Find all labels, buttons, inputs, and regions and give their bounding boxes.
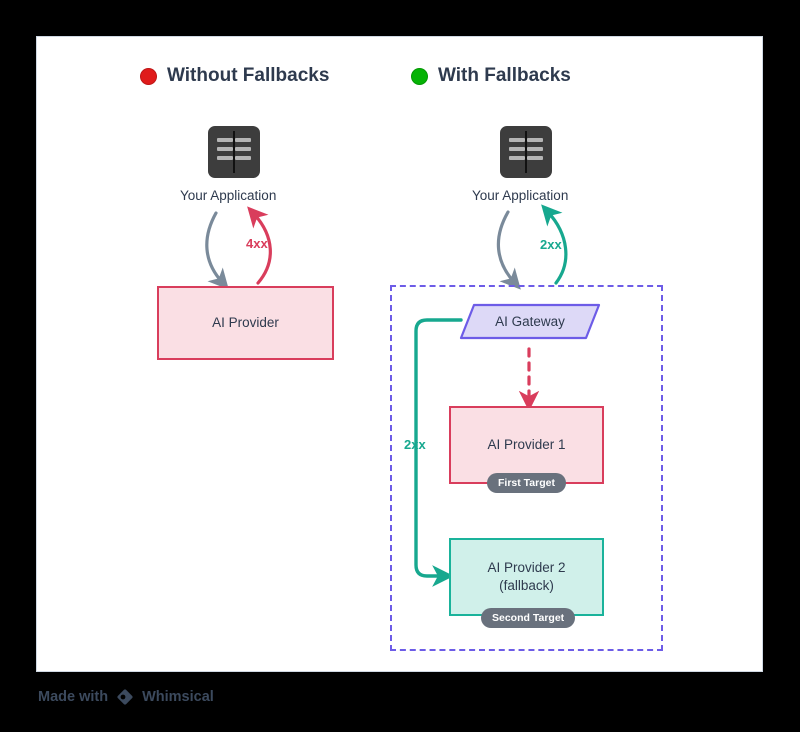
server-icon-divider bbox=[525, 131, 527, 173]
node-ai-provider-2-label-line2: (fallback) bbox=[499, 578, 554, 593]
server-icon-bars-left bbox=[509, 138, 525, 160]
server-icon-bar bbox=[217, 138, 233, 142]
ai-gateway-group-boundary bbox=[390, 285, 663, 651]
server-icon-bar bbox=[509, 156, 525, 160]
watermark: Made with Whimsical bbox=[38, 687, 214, 707]
server-icon-bars-left bbox=[217, 138, 233, 160]
server-icon-bar bbox=[235, 156, 251, 160]
node-label-your-application: Your Application bbox=[472, 188, 569, 203]
panel-title-text: Without Fallbacks bbox=[167, 65, 330, 86]
server-icon-bar bbox=[527, 156, 543, 160]
node-ai-provider-label: AI Provider bbox=[212, 314, 279, 330]
edge-label-2xx-response: 2xx bbox=[540, 237, 562, 252]
whimsical-diamond-icon bbox=[117, 689, 133, 705]
node-ai-gateway[interactable]: AI Gateway bbox=[459, 303, 601, 340]
server-icon-divider bbox=[233, 131, 235, 173]
node-ai-gateway-label: AI Gateway bbox=[495, 314, 565, 329]
server-icon-bar bbox=[235, 147, 251, 151]
parallelogram-shape bbox=[459, 303, 601, 340]
node-ai-provider-2-label-line1: AI Provider 2 bbox=[487, 559, 566, 575]
panel-title-with-fallbacks: With Fallbacks bbox=[411, 65, 571, 87]
server-icon bbox=[208, 126, 260, 178]
watermark-text: Made with bbox=[38, 689, 109, 705]
node-label-your-application: Your Application bbox=[180, 188, 277, 203]
server-icon-bars-right bbox=[527, 138, 543, 160]
edge-label-4xx: 4xx bbox=[246, 236, 268, 251]
server-icon-bars-right bbox=[235, 138, 251, 160]
node-ai-provider[interactable]: AI Provider bbox=[157, 286, 334, 360]
node-ai-provider-1-label: AI Provider 1 bbox=[487, 436, 566, 452]
server-icon-bar bbox=[509, 138, 525, 142]
server-icon-bar bbox=[509, 147, 525, 151]
green-circle-icon bbox=[411, 67, 428, 85]
status-badge-second-target: Second Target bbox=[481, 608, 576, 628]
server-icon bbox=[500, 126, 552, 178]
server-icon-bar bbox=[217, 156, 233, 160]
watermark-brand: Whimsical bbox=[142, 689, 214, 705]
server-icon-bar bbox=[235, 138, 251, 142]
red-circle-icon bbox=[140, 67, 157, 85]
panel-title-text: With Fallbacks bbox=[438, 65, 571, 86]
server-icon-bar bbox=[217, 147, 233, 151]
node-ai-provider-2[interactable]: AI Provider 2 (fallback) bbox=[449, 538, 604, 616]
server-icon-bar bbox=[527, 147, 543, 151]
server-icon-bar bbox=[527, 138, 543, 142]
status-badge-first-target: First Target bbox=[487, 473, 566, 493]
edge-label-2xx-fallback: 2xx bbox=[404, 437, 426, 452]
panel-title-without-fallbacks: Without Fallbacks bbox=[140, 65, 329, 87]
